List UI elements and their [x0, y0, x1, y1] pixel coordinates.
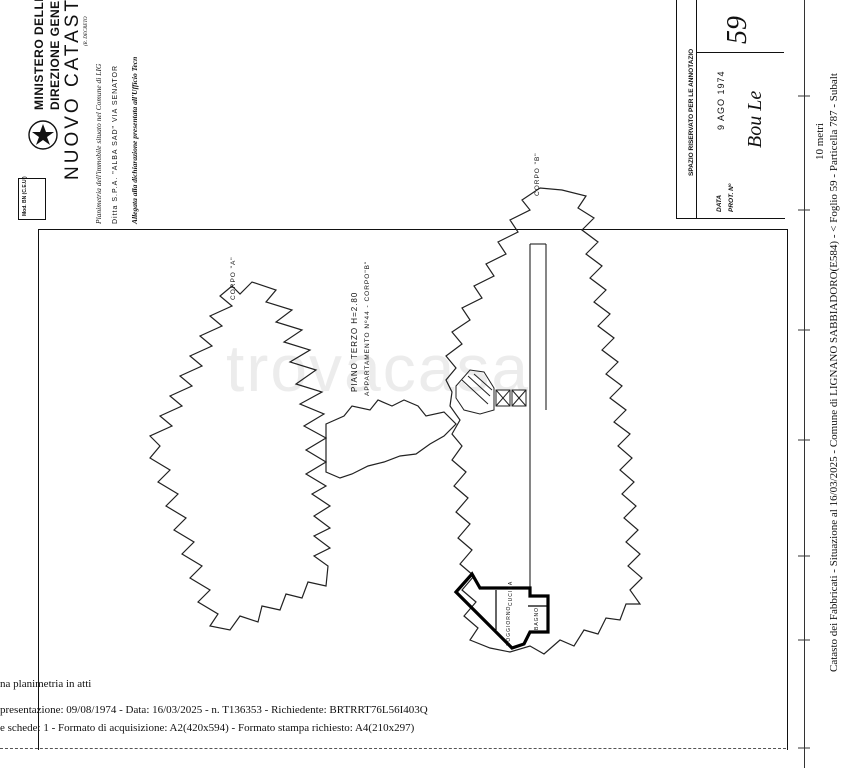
stair-core — [455, 369, 527, 415]
scale-label: 10 metri — [814, 123, 826, 160]
footer-line-1: na planimetria in atti — [0, 678, 92, 690]
label-soggiorno: SOGGIORNO — [506, 605, 512, 646]
corpo-b-outline — [445, 187, 643, 655]
label-cucina: CUCINA — [508, 580, 514, 606]
right-rule — [804, 0, 805, 768]
connector-outline — [325, 399, 457, 479]
watermark: trovacasa — [226, 331, 531, 405]
apartment-44-outline — [453, 571, 550, 650]
number-box — [696, 0, 784, 53]
label-piano: PIANO TERZO H=2.80 — [350, 291, 359, 392]
header-strip: Mod. BN (C.E.U.) MINISTERO DELLE FI DIRE… — [0, 0, 146, 229]
label-corpo-b: CORPO "B" — [534, 152, 541, 196]
emblem-icon — [28, 120, 58, 150]
modello-box — [18, 178, 46, 220]
side-caption: Catasto dei Fabbricati - Situazione al 1… — [828, 73, 840, 672]
corpo-a-outline — [148, 281, 332, 631]
annotation-box — [676, 0, 785, 219]
label-corpo-a: CORPO "A" — [230, 256, 237, 300]
scale-ticks — [798, 95, 810, 749]
drawing-frame — [38, 229, 788, 750]
label-appartamento: APPARTAMENTO Nº44 - CORPO"B" — [364, 260, 371, 396]
spazio-divider — [696, 0, 697, 218]
label-bagno: BAGNO — [534, 606, 540, 630]
footer-line-3: e schede: 1 - Formato di acquisizione: A… — [0, 722, 415, 734]
bottom-rule — [0, 748, 786, 749]
footer-line-2: presentazione: 09/08/1974 - Data: 16/03/… — [0, 704, 428, 716]
